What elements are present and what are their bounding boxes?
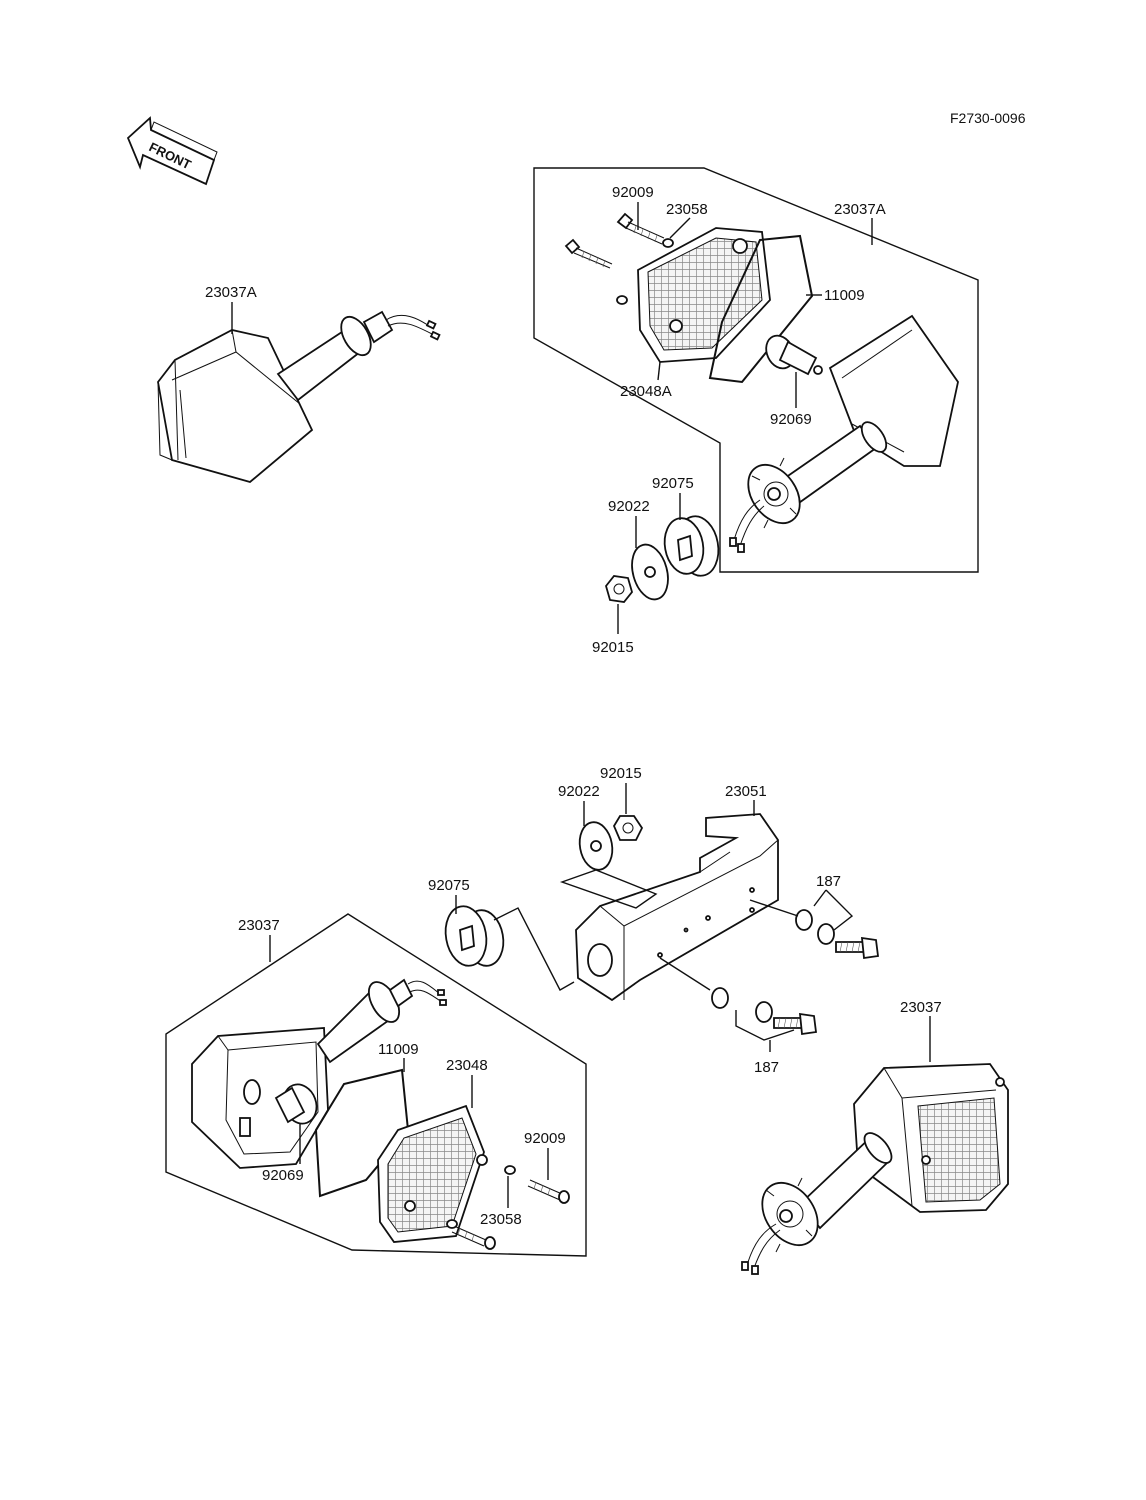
housing-bottom-left (191, 978, 447, 1169)
bolt-187-top (795, 909, 880, 960)
label-92075-top: 92075 (652, 475, 694, 492)
washer-23058-c (504, 1165, 516, 1175)
washer-23058-a (662, 238, 674, 248)
nut-92015-top (605, 575, 633, 603)
label-92069-top: 92069 (770, 411, 812, 428)
label-23037-right: 23037 (900, 999, 942, 1016)
label-23058-bottom: 23058 (480, 1211, 522, 1228)
gasket-11009 (708, 234, 814, 384)
front-arrow-icon: FRONT (126, 116, 218, 186)
label-92015-bottom: 92015 (600, 765, 642, 782)
label-187-bottom: 187 (754, 1059, 779, 1076)
nut-92015-bottom (612, 815, 644, 841)
label-23037-left: 23037 (238, 917, 280, 934)
group-outline-top (533, 167, 979, 573)
label-92022-bottom: 92022 (558, 783, 600, 800)
grommet-92075-bottom (444, 905, 505, 967)
drawing-code: F2730-0096 (950, 110, 1026, 126)
turn-signal-23037A-left (157, 310, 441, 483)
bulb-92069-top (765, 334, 823, 376)
label-23051: 23051 (725, 783, 767, 800)
label-11009-bottom: 11009 (378, 1041, 419, 1058)
turn-signal-23037-right (741, 1063, 1009, 1275)
grommet-92075-top (663, 515, 720, 577)
bolt-187-bottom (711, 987, 818, 1036)
label-23048-bottom: 23048 (446, 1057, 488, 1074)
label-92009-bottom: 92009 (524, 1130, 566, 1147)
label-187-top: 187 (816, 873, 841, 890)
screw-92009-bottom (451, 1179, 570, 1250)
label-92069-bottom: 92069 (262, 1167, 304, 1184)
screw-92009-top (564, 212, 665, 269)
label-23048A: 23048A (620, 383, 672, 400)
label-92009-top: 92009 (612, 184, 654, 201)
label-92022-top: 92022 (608, 498, 650, 515)
label-23037A-right: 23037A (834, 201, 886, 218)
washer-23058-d (446, 1219, 458, 1229)
bracket-23051 (575, 813, 779, 1002)
label-23037A-left: 23037A (205, 284, 257, 301)
label-92015-top: 92015 (592, 639, 634, 656)
lens-23048-bottom (377, 1104, 488, 1243)
label-23058-top: 23058 (666, 201, 708, 218)
housing-top-right (729, 314, 959, 553)
group-outline-bottom (165, 913, 587, 1257)
washer-23058-b (616, 295, 628, 305)
label-11009-top: 11009 (824, 287, 865, 304)
label-92075-bottom: 92075 (428, 877, 470, 894)
lens-23048A (637, 227, 771, 363)
